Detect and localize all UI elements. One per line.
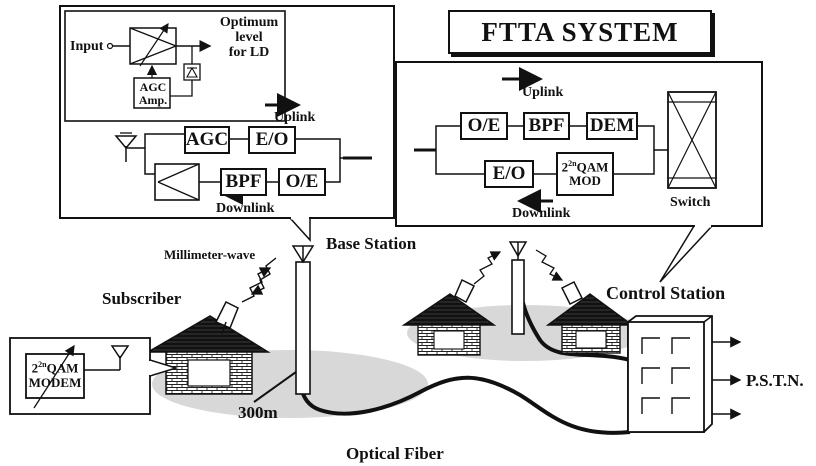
qam-modem-block: 22nQAM MODEM — [28, 360, 82, 391]
dem-block: DEM — [586, 112, 638, 140]
uplink-label-control: Uplink — [522, 85, 564, 100]
qam-mod-block: 22nQAM MOD — [556, 152, 614, 196]
optimum-level-label: Optimum level for LD — [219, 15, 279, 60]
eo-block-base: E/O — [248, 126, 296, 154]
subscriber-modem-inset — [9, 337, 179, 415]
millimeter-wave-label: Millimeter-wave — [164, 247, 256, 262]
remote-cpe-antenna-left — [454, 278, 476, 304]
remote-cpe-antenna-right — [560, 280, 584, 306]
remote-house-right — [545, 293, 635, 354]
eo-block-control: E/O — [484, 160, 534, 188]
subscriber-house — [145, 315, 271, 395]
base-station-label: Base Station — [326, 234, 417, 253]
remote-house-left — [401, 293, 497, 356]
downlink-label-base: Downlink — [216, 201, 275, 216]
remote-antenna — [508, 241, 528, 335]
mmwave-link-subscriber — [241, 267, 272, 303]
bpf-block-control: BPF — [523, 112, 570, 140]
input-label: Input — [70, 39, 104, 54]
pstn-label: P.S.T.N. — [746, 371, 804, 390]
page-title: FTTA SYSTEM — [448, 10, 712, 54]
optical-fiber-label: Optical Fiber — [346, 444, 444, 463]
agc-block: AGC — [184, 126, 230, 154]
control-station-label: Control Station — [606, 283, 726, 303]
uplink-label-base: Uplink — [274, 110, 316, 125]
distance-label: 300m — [238, 403, 278, 422]
oe-block-control: O/E — [460, 112, 508, 140]
control-station-building — [627, 315, 742, 433]
base-station-antenna — [291, 245, 315, 395]
mmwave-link-left — [473, 251, 502, 285]
agc-amp-label: AGC Amp. — [138, 80, 168, 107]
switch-label: Switch — [670, 195, 711, 210]
oe-block-base: O/E — [278, 168, 326, 196]
control-station-inset — [395, 61, 763, 283]
subscriber-label: Subscriber — [102, 289, 182, 308]
mmwave-link-right — [535, 249, 564, 281]
bpf-block-base: BPF — [220, 168, 267, 196]
subscriber-cpe-antenna — [214, 300, 239, 335]
downlink-label-control: Downlink — [512, 206, 571, 221]
